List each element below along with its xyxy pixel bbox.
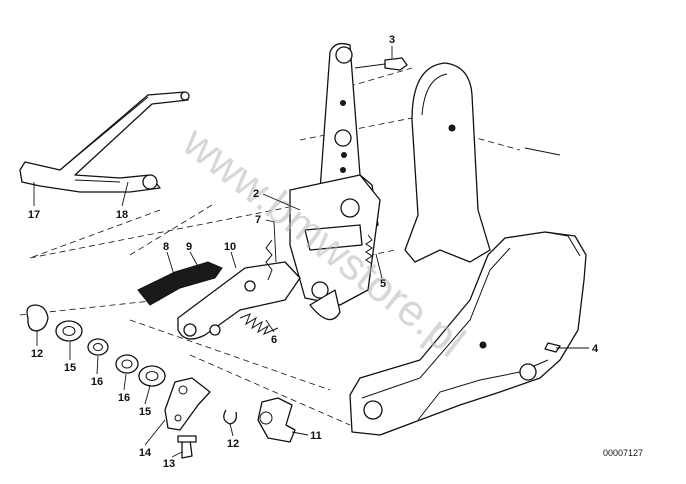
seat-bracket bbox=[349, 231, 587, 436]
leader-lines bbox=[33, 46, 589, 458]
backrest-support bbox=[404, 62, 491, 263]
callout-15-bottom: 15 bbox=[139, 406, 151, 418]
callout-16-top: 16 bbox=[91, 376, 103, 388]
callout-9: 9 bbox=[186, 241, 192, 253]
callout-labels: 3 2 7 17 18 8 9 10 5 6 4 12 15 16 16 15 … bbox=[28, 34, 599, 470]
pull-bar bbox=[19, 91, 190, 193]
callout-3: 3 bbox=[389, 34, 395, 46]
callout-17: 17 bbox=[28, 209, 40, 221]
release-lever bbox=[137, 239, 301, 340]
callout-12-top: 12 bbox=[31, 348, 43, 360]
callout-15-top: 15 bbox=[64, 362, 76, 374]
callout-8: 8 bbox=[163, 241, 169, 253]
callout-16-bottom: 16 bbox=[118, 392, 130, 404]
callout-10: 10 bbox=[224, 241, 236, 253]
document-number: 00007127 bbox=[603, 448, 643, 458]
callout-11: 11 bbox=[310, 430, 322, 442]
recliner-mechanism bbox=[289, 174, 381, 321]
callout-12-bottom: 12 bbox=[227, 438, 239, 450]
callout-5: 5 bbox=[380, 278, 386, 290]
callout-18: 18 bbox=[116, 209, 128, 221]
callout-2: 2 bbox=[253, 188, 259, 200]
washers-and-fasteners bbox=[26, 57, 561, 459]
callout-13: 13 bbox=[163, 458, 175, 470]
callout-6: 6 bbox=[271, 334, 277, 346]
callout-14: 14 bbox=[139, 447, 152, 459]
callout-7: 7 bbox=[255, 214, 261, 226]
callout-4: 4 bbox=[592, 343, 599, 355]
